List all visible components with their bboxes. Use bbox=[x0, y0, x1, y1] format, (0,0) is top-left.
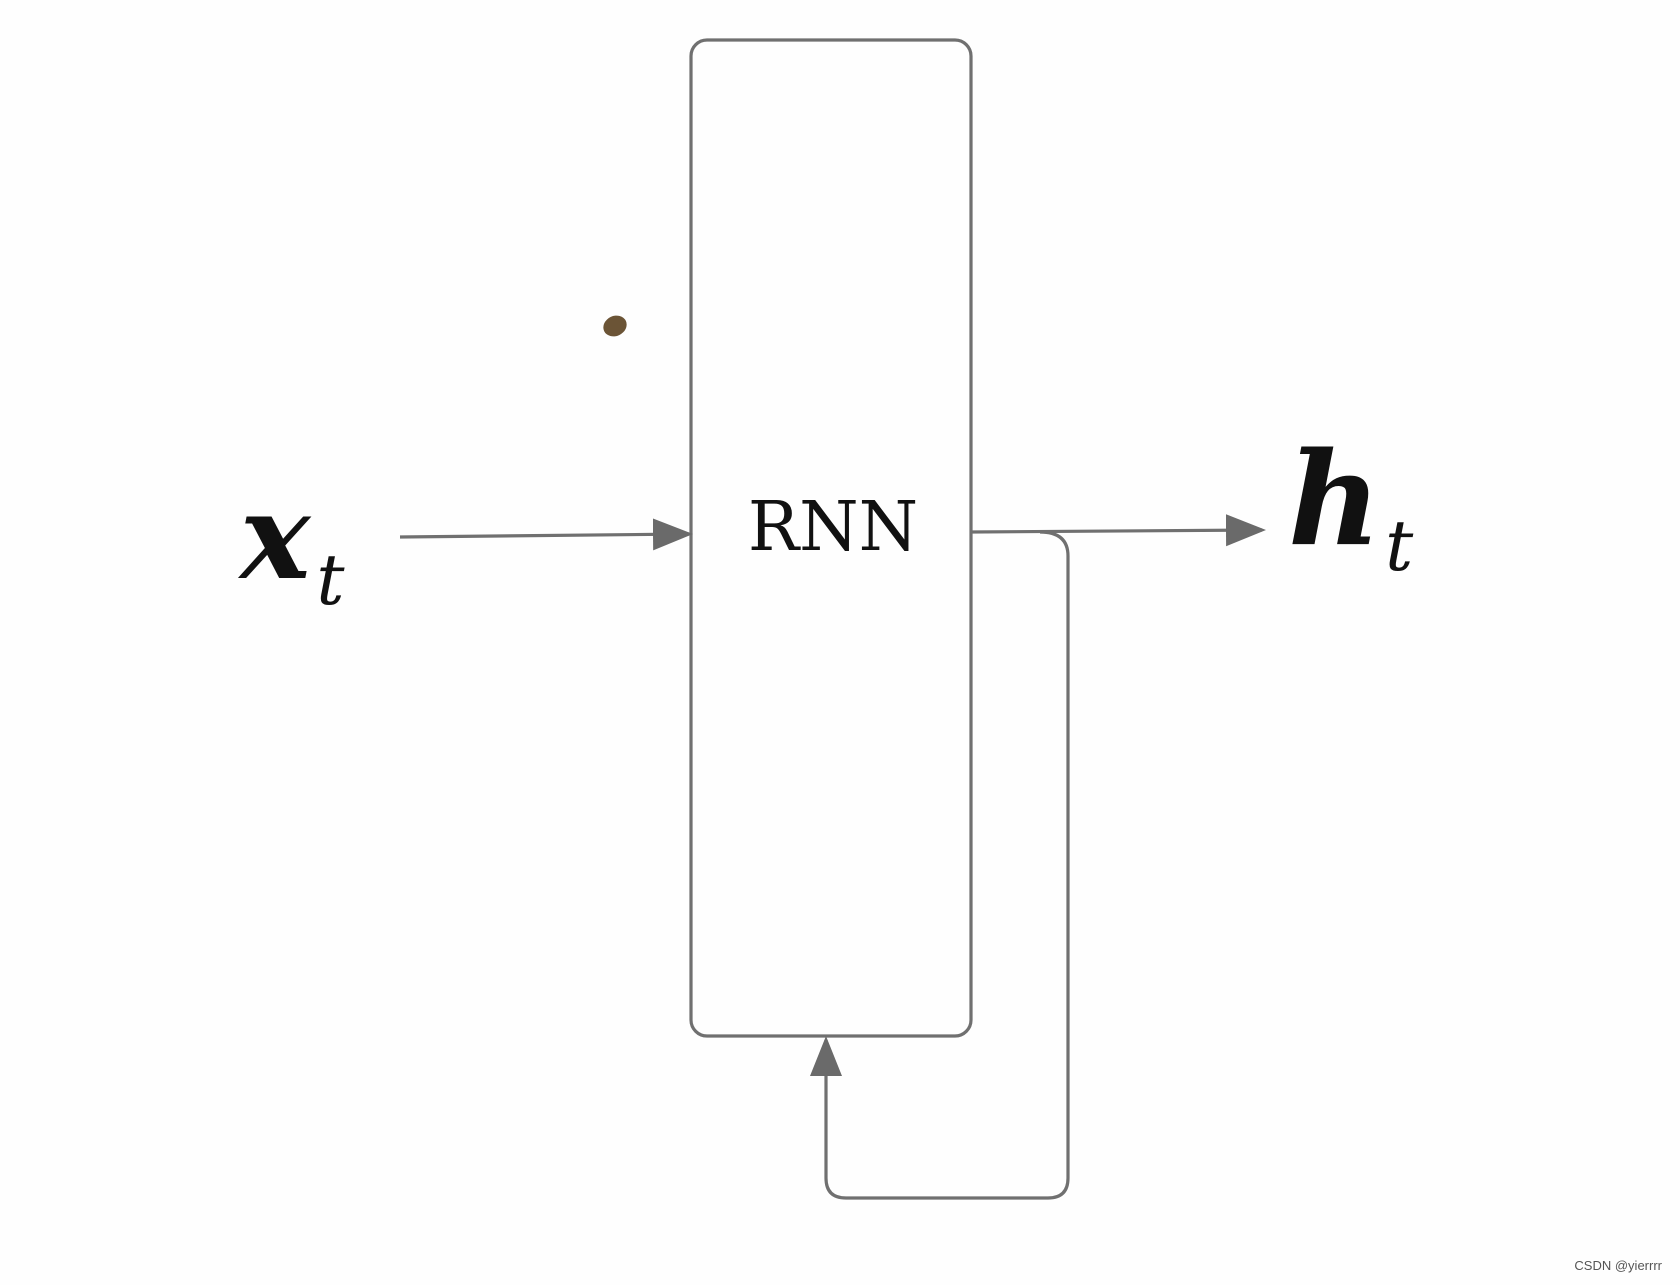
input-label-x-t: xt bbox=[240, 478, 345, 616]
output-symbol: h bbox=[1288, 425, 1382, 575]
watermark-text: CSDN @yierrrr bbox=[1574, 1258, 1662, 1273]
input-arrow bbox=[399, 518, 693, 551]
output-subscript: t bbox=[1385, 505, 1414, 587]
input-subscript: t bbox=[316, 539, 345, 621]
rnn-cell-label: RNN bbox=[747, 488, 919, 567]
recurrent-loop-arrow bbox=[810, 530, 1070, 1200]
output-arrow bbox=[970, 514, 1266, 547]
paper-speck bbox=[603, 315, 627, 337]
output-label-h-t: ht bbox=[1288, 436, 1413, 581]
input-symbol: x bbox=[240, 467, 311, 606]
